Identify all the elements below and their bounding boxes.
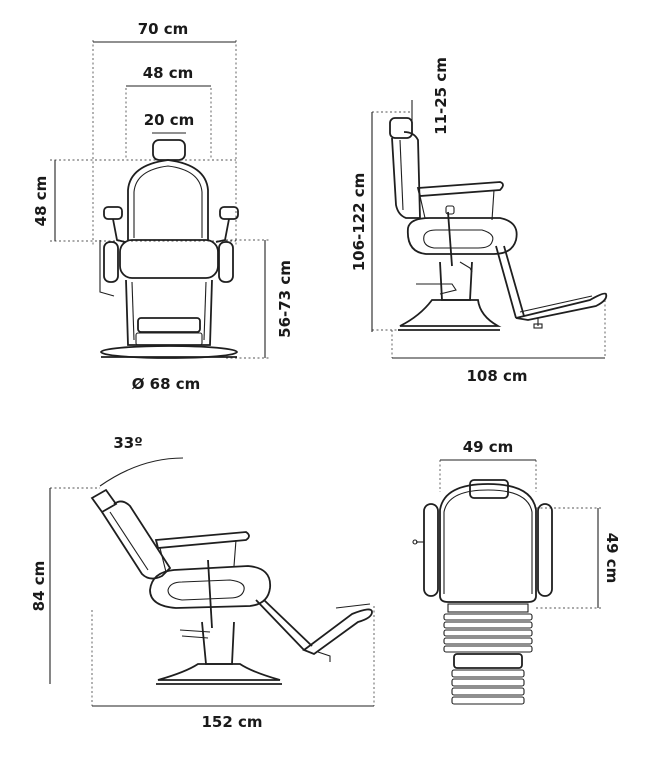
front-view — [50, 40, 270, 359]
base-diameter-label: Ø 68 cm — [132, 375, 201, 393]
backrest-height-label: 48 cm — [32, 176, 50, 227]
overall-depth-label: 108 cm — [466, 367, 527, 385]
back-height-label: 49 cm — [603, 533, 621, 584]
back-width-label: 49 cm — [463, 438, 514, 456]
back-view — [412, 459, 602, 705]
reclined-chair-drawing — [90, 488, 373, 685]
headrest-adjust-label: 11-25 cm — [432, 57, 450, 135]
recline-angle-label: 33º — [113, 434, 142, 452]
front-chair-drawing — [99, 139, 239, 359]
side-view — [371, 100, 608, 359]
recline-angle-arc — [99, 457, 184, 487]
side-chair-drawing — [389, 117, 608, 331]
reclined-height-label: 84 cm — [30, 561, 48, 612]
reclined-length-label: 152 cm — [201, 713, 262, 731]
seat-height-label: 56-73 cm — [276, 260, 294, 338]
overall-width-label: 70 cm — [138, 20, 189, 38]
reclined-view — [49, 457, 375, 707]
overall-height-label: 106-122 cm — [350, 173, 368, 272]
headrest-width-label: 20 cm — [144, 111, 195, 129]
seat-width-label: 48 cm — [143, 64, 194, 82]
back-chair-drawing — [412, 479, 553, 705]
